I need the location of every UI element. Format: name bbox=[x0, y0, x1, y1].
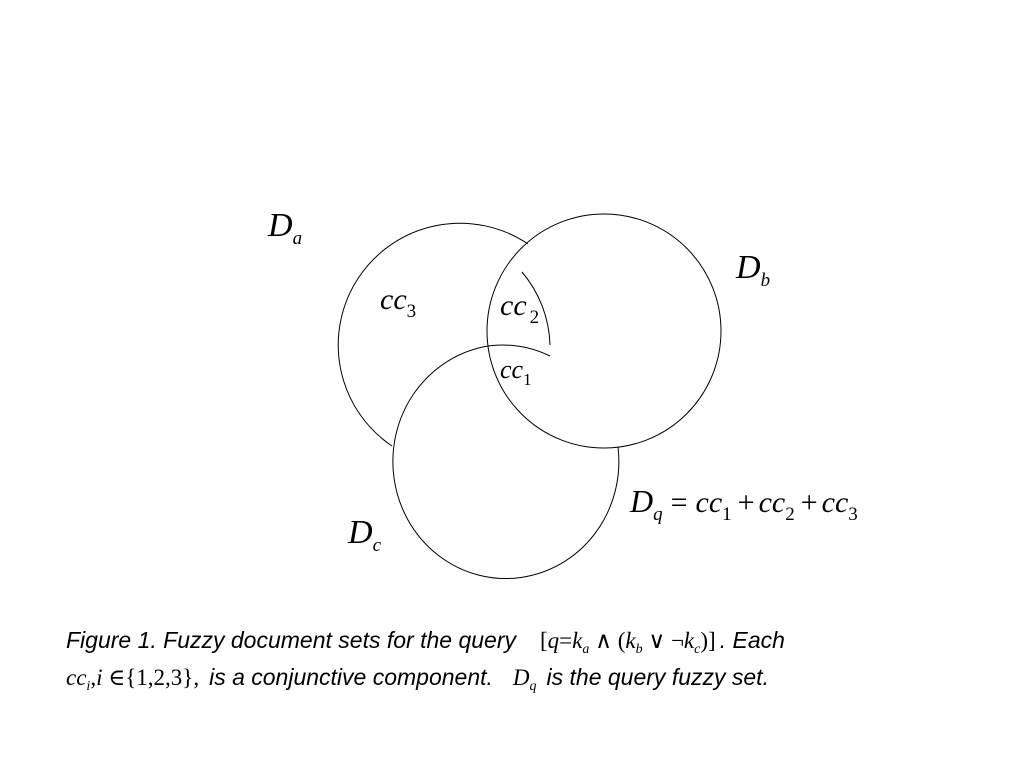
caption-text-1: Figure 1. Fuzzy document sets for the qu… bbox=[66, 627, 516, 653]
component-cc3-label: cc3 bbox=[380, 283, 416, 322]
caption-index-formula: cci,i ∈{1,2,3}, bbox=[66, 665, 200, 694]
caption-query-formula: [q=ka ∧ (kb ∨ ¬kc)] bbox=[539, 628, 716, 657]
caption-line-2: cci,i ∈{1,2,3}, is a conjunctive componen… bbox=[66, 659, 1006, 696]
caption-text-3: is a conjunctive component. bbox=[209, 664, 493, 690]
query-set-equation: Dq=cc1+cc2+cc3 bbox=[629, 483, 858, 525]
figure-caption: Figure 1. Fuzzy document sets for the qu… bbox=[66, 622, 1006, 696]
set-a-circle bbox=[337, 222, 529, 447]
caption-line-1: Figure 1. Fuzzy document sets for the qu… bbox=[66, 622, 1006, 659]
caption-text-4: is the query fuzzy set. bbox=[546, 664, 769, 690]
set-b-label: Db bbox=[735, 249, 770, 291]
set-a-circle-inner-arc bbox=[521, 271, 551, 346]
component-cc1-label: cc1 bbox=[500, 355, 532, 389]
set-c-circle-inner-arc bbox=[487, 344, 551, 357]
set-b-circle bbox=[486, 213, 722, 449]
caption-dq-symbol: Dq bbox=[512, 665, 537, 694]
set-a-label: Da bbox=[267, 207, 302, 249]
set-c-label: Dc bbox=[347, 514, 382, 556]
set-c-circle bbox=[392, 345, 620, 580]
caption-text-2: . Each bbox=[719, 627, 785, 653]
